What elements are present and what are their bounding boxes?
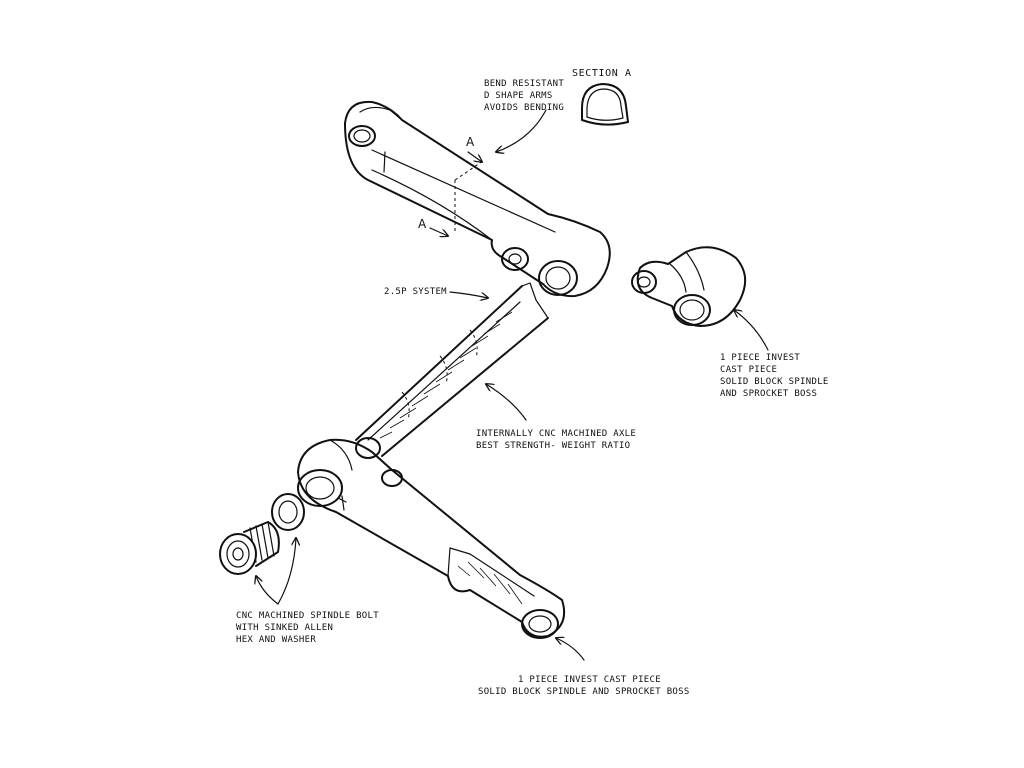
bend-resistant-label: BEND RESISTANT D SHAPE ARMS AVOIDS BENDI… [484, 78, 564, 114]
lower-cast-piece-label: 1 PIECE INVEST CAST PIECE SOLID BLOCK SP… [478, 674, 690, 698]
upper-cast-piece-line-4: AND SPROCKET BOSS [720, 389, 818, 399]
washer [271, 493, 305, 531]
axle-line-1: INTERNALLY CNC MACHINED AXLE [476, 429, 637, 439]
upper-sprocket-boss [631, 246, 747, 327]
bend-resistant-line-2: D SHAPE ARMS [484, 91, 553, 101]
section-marker-a-upper: A [466, 135, 475, 149]
spindle-bolt-line-3: HEX AND WASHER [236, 635, 317, 645]
lower-crank-arm [297, 438, 566, 639]
section-marker-a-lower: A [418, 217, 427, 231]
upper-cast-piece-line-2: CAST PIECE [720, 365, 778, 375]
bend-resistant-line-3: AVOIDS BENDING [484, 103, 565, 113]
upper-cast-piece-line-1: 1 PIECE INVEST [720, 353, 801, 363]
leader-arrows [256, 109, 769, 661]
axle-line-2: BEST STRENGTH- WEIGHT RATIO [476, 441, 631, 451]
system-label: 2.5P SYSTEM [384, 287, 447, 297]
spindle-bolt-line-1: CNC MACHINED SPINDLE BOLT [236, 611, 379, 621]
lower-cast-piece-line-2: SOLID BLOCK SPINDLE AND SPROCKET BOSS [478, 687, 690, 697]
upper-cast-piece-line-3: SOLID BLOCK SPINDLE [720, 377, 829, 387]
spindle-bolt [219, 521, 280, 575]
axle [355, 282, 549, 459]
upper-crank-arm [344, 100, 611, 298]
axle-label: INTERNALLY CNC MACHINED AXLE BEST STRENG… [476, 428, 636, 452]
section-a-profile [581, 83, 629, 126]
upper-cast-piece-label: 1 PIECE INVEST CAST PIECE SOLID BLOCK SP… [720, 352, 829, 400]
bend-resistant-line-1: BEND RESISTANT [484, 79, 565, 89]
spindle-bolt-line-2: WITH SINKED ALLEN [236, 623, 334, 633]
lower-cast-piece-line-1: 1 PIECE INVEST CAST PIECE [518, 675, 661, 685]
spindle-bolt-label: CNC MACHINED SPINDLE BOLT WITH SINKED AL… [236, 610, 379, 646]
section-a-title: SECTION A [572, 68, 632, 79]
